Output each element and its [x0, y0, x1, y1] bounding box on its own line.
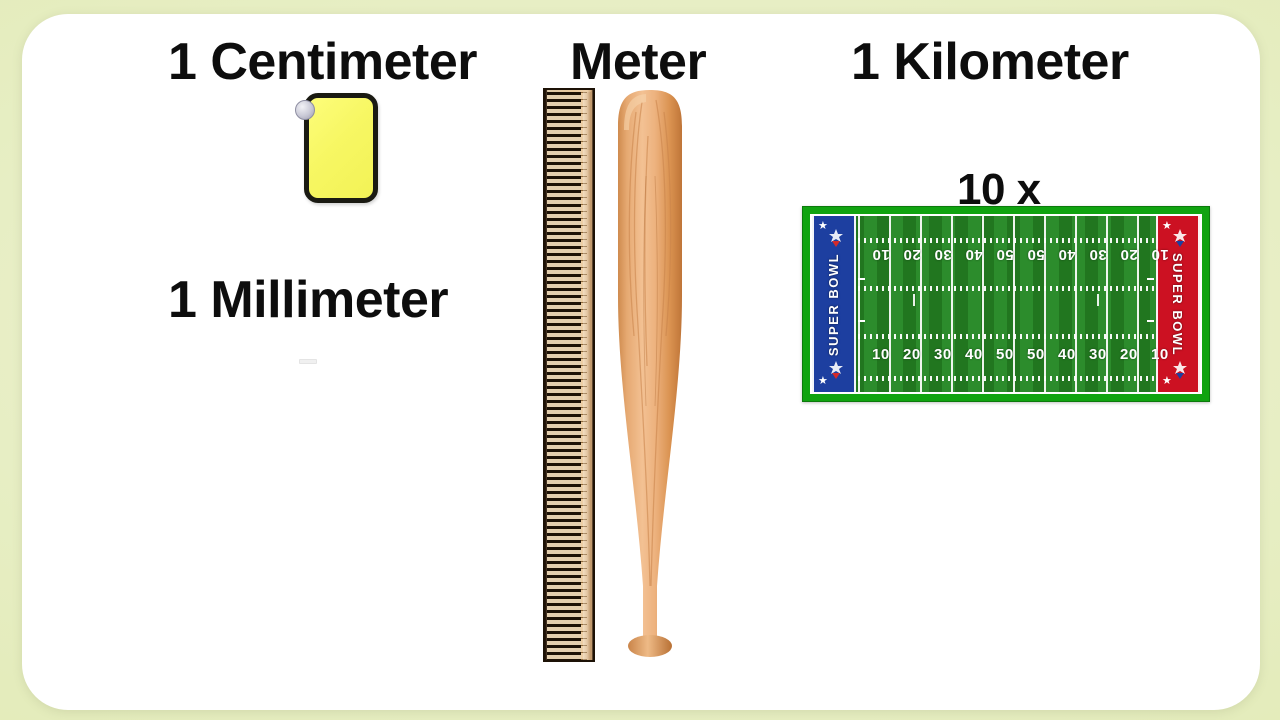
multiplier-label: 10 x: [957, 165, 1041, 214]
yard-number: 20: [1120, 346, 1138, 363]
yard-number: 10: [1151, 246, 1169, 263]
page-title-centimeter: 1 Centimeter: [168, 33, 478, 91]
endzone-right-label: SUPER BOWL: [1170, 252, 1186, 356]
superbowl-logo-icon: [829, 361, 843, 379]
field-hash-marks-bottom: [858, 376, 1154, 381]
football-field-playing-surface: ★ ★ SUPER BOWL ★ ★: [812, 216, 1200, 392]
baseball-bat-graphic: [618, 90, 682, 657]
endzone-left: ★ ★ SUPER BOWL: [812, 216, 856, 392]
endzone-left-label: SUPER BOWL: [826, 252, 842, 356]
page-title-kilometer: 1 Kilometer: [851, 33, 1129, 91]
bat-wood-grain: [628, 99, 672, 587]
yard-number: 50: [1027, 346, 1045, 363]
superbowl-logo-icon: [1173, 229, 1187, 247]
sideline-tick: [1147, 320, 1154, 322]
sideline-tick: [1147, 278, 1154, 280]
star-icon: ★: [1162, 220, 1172, 232]
sideline-tick: [858, 320, 865, 322]
yard-number: 20: [903, 246, 921, 263]
yard-number: 30: [934, 346, 952, 363]
field-hash-marks-lower-middle: [858, 334, 1154, 339]
yard-number: 40: [1058, 246, 1076, 263]
star-icon: ★: [818, 220, 828, 232]
meter-stick-ruler: [543, 88, 595, 662]
superbowl-logo-icon: [829, 229, 843, 247]
yard-number: 30: [1089, 246, 1107, 263]
yard-number: 20: [903, 346, 921, 363]
page-title-meter: Meter: [570, 33, 707, 91]
star-icon: ★: [818, 375, 828, 387]
ruler-major-ticks: [547, 92, 581, 660]
field-hash-marks-upper-middle: [858, 286, 1154, 291]
endzone-right: ★ ★ SUPER BOWL: [1156, 216, 1200, 392]
page-title-millimeter: 1 Millimeter: [168, 271, 449, 329]
yard-number: 40: [965, 346, 983, 363]
bat-body: [618, 90, 682, 638]
football-field-sideline-border: ★ ★ SUPER BOWL ★ ★: [810, 214, 1202, 394]
field-center-mark-right: [1097, 294, 1099, 306]
millimeter-object-sliver: [299, 359, 317, 364]
bat-highlight: [624, 94, 646, 130]
yard-number: 50: [996, 346, 1014, 363]
yard-number: 40: [1058, 346, 1076, 363]
yard-number: 40: [965, 246, 983, 263]
yard-number: 10: [872, 246, 890, 263]
superbowl-logo-icon: [1173, 361, 1187, 379]
yard-number: 30: [934, 246, 952, 263]
yard-number: 20: [1120, 246, 1138, 263]
yard-number: 10: [872, 346, 890, 363]
football-field: ★ ★ SUPER BOWL ★ ★: [802, 206, 1210, 402]
star-icon: ★: [1162, 375, 1172, 387]
yard-number: 10: [1151, 346, 1169, 363]
ruler-minor-ticks: [581, 92, 587, 660]
field-center-mark-left: [913, 294, 915, 306]
centimeter-object-dot-icon: [295, 100, 315, 120]
yard-number: 50: [1027, 246, 1045, 263]
yard-number: 50: [996, 246, 1014, 263]
yard-number: 30: [1089, 346, 1107, 363]
field-yard-lines: [858, 216, 1154, 392]
centimeter-object-tile: [304, 93, 378, 203]
bat-knob: [628, 635, 672, 657]
field-hash-marks-top: [858, 238, 1154, 243]
sideline-tick: [858, 278, 865, 280]
ruler-edge-highlight: [583, 92, 591, 660]
